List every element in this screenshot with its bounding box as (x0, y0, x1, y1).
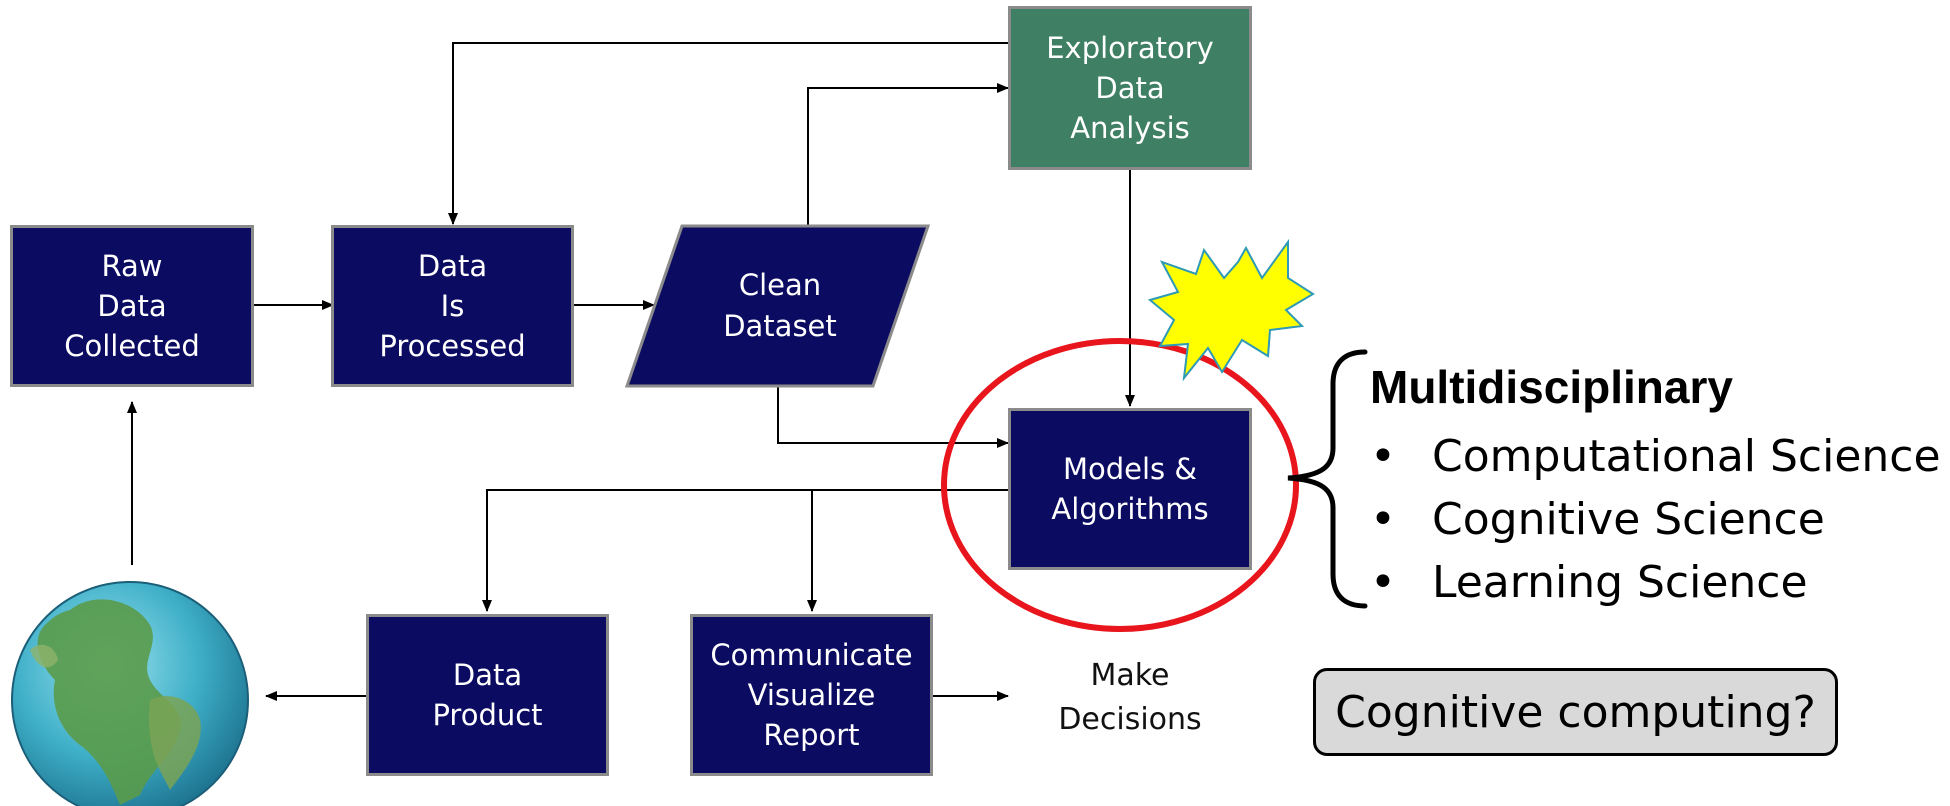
models-algorithms-box: Models & Algorithms (1008, 408, 1252, 570)
list-item-computational-science: Computational Science (1370, 425, 1941, 488)
communicate-visualize-report-label: Communicate Visualize Report (710, 638, 913, 752)
communicate-visualize-report-box: Communicate Visualize Report (690, 614, 933, 776)
clean-dataset-shape (624, 224, 931, 388)
arrow-models-to-product (482, 489, 1008, 612)
discipline-list: Computational Science Cognitive Science … (1370, 425, 1941, 614)
models-algorithms-label: Models & Algorithms (1051, 452, 1209, 526)
highlight-circle (941, 338, 1299, 632)
exploratory-data-analysis-box: Exploratory Data Analysis (1008, 6, 1252, 170)
raw-data-collected-box: Raw Data Collected (10, 225, 254, 387)
arrow-eda-to-processed (448, 42, 1008, 225)
make-decisions-label: Make Decisions (1058, 658, 1202, 737)
list-item-learning-science: Learning Science (1370, 551, 1941, 614)
cognitive-computing-callout: Cognitive computing? (1313, 668, 1838, 756)
list-item-cognitive-science: Cognitive Science (1370, 488, 1941, 551)
globe-icon (11, 581, 249, 806)
arrow-clean-to-models (777, 386, 1009, 448)
starburst-icon (1147, 238, 1315, 382)
multidisciplinary-heading: Multidisciplinary (1370, 361, 1733, 413)
data-product-label: Data Product (432, 658, 543, 732)
clean-dataset-label: Clean Dataset (723, 268, 837, 343)
data-is-processed-box: Data Is Processed (331, 225, 574, 387)
data-is-processed-label: Data Is Processed (379, 249, 526, 363)
curly-brace-icon (1287, 349, 1368, 609)
arrow-clean-to-eda (807, 83, 1009, 228)
exploratory-data-analysis-label: Exploratory Data Analysis (1046, 31, 1214, 145)
data-product-box: Data Product (366, 614, 609, 776)
raw-data-collected-label: Raw Data Collected (64, 249, 200, 363)
